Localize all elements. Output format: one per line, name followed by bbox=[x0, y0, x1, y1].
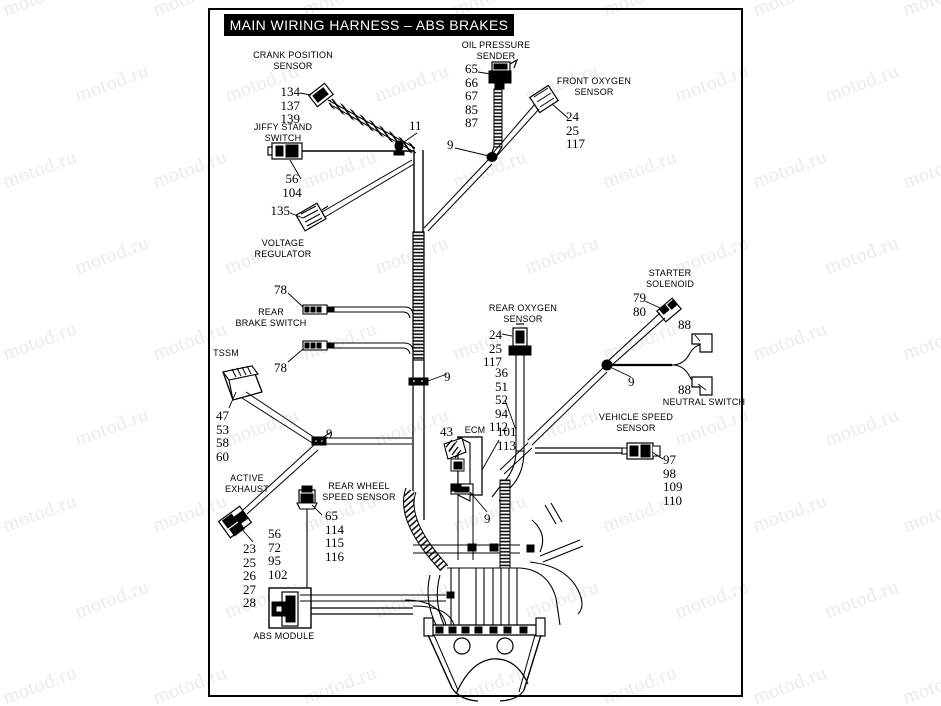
callout-tssm: 47 53 58 60 bbox=[216, 408, 229, 464]
oil-pressure-sender-connector bbox=[488, 58, 519, 90]
jiffy-stand-switch-connector bbox=[267, 142, 303, 160]
label-rear-wheel-speed-sensor: REAR WHEEL SPEED SENSOR bbox=[322, 481, 396, 502]
callout-abs-module: 56 72 95 102 bbox=[268, 526, 288, 582]
diagram-border bbox=[208, 8, 743, 697]
rear-brake-switch-connector-a bbox=[302, 304, 335, 315]
tie-wrap-9-trunk bbox=[408, 377, 429, 386]
tssm-module bbox=[222, 365, 263, 401]
callout-rear-brake-78-b: 78 bbox=[274, 360, 287, 375]
callout-clip-11: 11 bbox=[409, 118, 422, 133]
callout-front-oxygen: 24 25 117 bbox=[566, 109, 586, 151]
callout-voltage-regulator: 135 bbox=[270, 203, 291, 218]
label-rear-oxygen-sensor: REAR OXYGEN SENSOR bbox=[488, 303, 558, 324]
callout-rear-oxygen: 24 25 117 bbox=[482, 327, 502, 369]
diagram-title-bar: MAIN WIRING HARNESS – ABS BRAKES bbox=[224, 14, 514, 36]
rear-oxygen-sensor-connector bbox=[508, 323, 532, 356]
abs-module-block bbox=[268, 587, 312, 629]
callout-oil-pressure: 65 66 67 85 87 bbox=[465, 61, 478, 130]
vehicle-speed-sensor-connector bbox=[621, 442, 661, 460]
neutral-switch-connector-lower bbox=[691, 376, 713, 396]
label-oil-pressure-sender: OIL PRESSURE SENDER bbox=[461, 40, 531, 61]
crank-position-sensor-connector bbox=[307, 82, 337, 108]
neutral-switch-connector-upper bbox=[691, 333, 713, 353]
callout-ecm-101-113: 101 113 bbox=[497, 424, 517, 453]
callout-rear-brake-78-a: 78 bbox=[274, 282, 287, 297]
label-neutral-switch: NEUTRAL SWITCH bbox=[662, 397, 746, 407]
tie-wrap-9-right bbox=[601, 359, 613, 371]
label-starter-solenoid: STARTER SOLENOID bbox=[645, 268, 695, 289]
label-jiffy-stand-switch: JIFFY STAND SWITCH bbox=[253, 122, 313, 143]
label-voltage-regulator: VOLTAGE REGULATOR bbox=[254, 238, 312, 259]
label-active-exhaust: ACTIVE EXHAUST bbox=[225, 473, 269, 494]
callout-ecm-43: 43 bbox=[440, 424, 453, 439]
callout-crank-sensor: 134 137 139 bbox=[280, 84, 301, 126]
front-oxygen-sensor-connector bbox=[529, 84, 559, 114]
callout-jiffy-stand: 56 104 bbox=[282, 171, 302, 200]
callout-tie-9-ecm: 9 bbox=[484, 511, 491, 526]
callout-neutral-88-lower: 88 bbox=[678, 382, 691, 397]
label-abs-module: ABS MODULE bbox=[253, 631, 315, 641]
harness-connector-bar bbox=[423, 617, 546, 637]
rear-brake-switch-connector-b bbox=[302, 340, 335, 351]
callout-tie-9-left: 9 bbox=[326, 426, 333, 441]
label-rear-brake-switch: REAR BRAKE SWITCH bbox=[235, 307, 307, 328]
starter-solenoid-connector bbox=[655, 297, 683, 323]
page-title: MAIN WIRING HARNESS – ABS BRAKES bbox=[229, 17, 509, 33]
callout-rear-wheel-speed: 65 114 115 116 bbox=[325, 508, 345, 564]
tie-wrap-9-upper bbox=[486, 152, 498, 162]
tie-wrap-9-left bbox=[311, 436, 327, 446]
callout-vehicle-speed: 97 98 109 110 bbox=[663, 452, 683, 508]
ecm-module bbox=[443, 436, 483, 502]
callout-tie-9-trunk: 9 bbox=[444, 369, 451, 384]
label-ecm: ECM bbox=[464, 425, 486, 435]
label-front-oxygen-sensor: FRONT OXYGEN SENSOR bbox=[556, 76, 632, 97]
callout-starter-solenoid: 79 80 bbox=[633, 290, 646, 319]
label-vehicle-speed-sensor: VEHICLE SPEED SENSOR bbox=[598, 412, 674, 433]
active-exhaust-connector bbox=[217, 505, 253, 539]
callout-neutral-88-upper: 88 bbox=[678, 317, 691, 332]
callout-harness-list: 36 51 52 94 112 bbox=[488, 365, 508, 434]
label-crank-position-sensor: CRANK POSITION SENSOR bbox=[253, 50, 333, 71]
rear-wheel-speed-sensor-connector bbox=[296, 485, 318, 510]
callout-tie-9-right: 9 bbox=[628, 374, 635, 389]
callout-tie-9-upper: 9 bbox=[447, 137, 454, 152]
label-tssm: TSSM bbox=[213, 348, 239, 358]
callout-active-exhaust: 23 25 26 27 28 bbox=[243, 541, 256, 610]
voltage-regulator-connector bbox=[295, 202, 329, 232]
